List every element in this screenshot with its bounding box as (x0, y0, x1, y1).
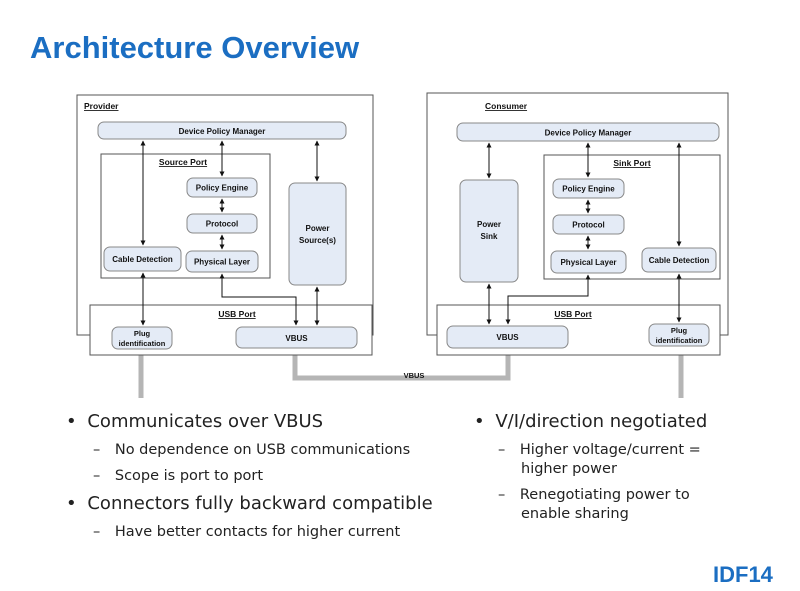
provider-policy-engine (186, 177, 258, 198)
power-source (288, 182, 347, 286)
provider-arrows (140, 140, 320, 326)
cable-lines (138, 348, 684, 398)
provider-protocol (186, 213, 258, 234)
bullet-text: V/I/direction negotiated (495, 411, 708, 432)
consumer-label: Consumer (485, 101, 528, 111)
architecture-diagram: Provider Device Policy Manager Source Po… (76, 92, 729, 398)
sink-port-label: Sink Port (613, 158, 650, 168)
consumer-usb-port-label: USB Port (554, 309, 591, 319)
sub-bullet-text: higher power (521, 461, 617, 477)
provider-vbus-label: VBUS (285, 334, 308, 343)
sub-bullet-item: – Scope is port to port (93, 468, 263, 484)
consumer-dpm (456, 122, 720, 142)
consumer-physical-layer-label: Physical Layer (560, 258, 616, 267)
provider-dpm-label: Device Policy Manager (179, 127, 266, 136)
consumer-policy-engine (552, 178, 625, 199)
vbus-cable (292, 348, 511, 381)
provider-protocol-label: Protocol (206, 220, 238, 229)
bullet-text: Connectors fully backward compatible (87, 493, 433, 514)
bullet-item: • Connectors fully backward compatible (66, 493, 433, 514)
power-source-label-1: Power (305, 224, 329, 233)
sub-bullet-text: No dependence on USB communications (114, 442, 411, 458)
consumer-policy-engine-label: Policy Engine (562, 185, 615, 194)
bullet-text: Communicates over VBUS (87, 411, 324, 432)
sub-bullet-item: – Higher voltage/current = (498, 442, 701, 458)
consumer-block: Consumer Device Policy Manager Sink Port… (426, 92, 729, 356)
dash-glyph: – (93, 524, 101, 540)
dash-glyph: – (93, 442, 101, 458)
sub-bullet-text: Scope is port to port (114, 468, 264, 484)
consumer-arrows (486, 142, 682, 325)
bullet-glyph: • (66, 493, 77, 514)
dash-glyph: – (498, 487, 506, 503)
consumer-cable-detection (641, 247, 717, 273)
provider-physical-layer (185, 250, 259, 273)
sub-bullet-item: – Have better contacts for higher curren… (93, 524, 400, 540)
sub-bullet-item: – No dependence on USB communications (93, 442, 410, 458)
power-sink-label-2: Sink (481, 232, 498, 241)
provider-physical-layer-label: Physical Layer (194, 258, 250, 267)
consumer-physical-layer (550, 250, 627, 274)
provider-plug-id-label-2: identification (119, 339, 166, 348)
provider-block: Provider Device Policy Manager Source Po… (76, 94, 374, 356)
provider-dpm (97, 121, 347, 140)
page-title: Architecture Overview (30, 30, 360, 65)
source-port-label: Source Port (159, 157, 207, 167)
dash-glyph: – (93, 468, 101, 484)
sub-bullet-text: enable sharing (521, 506, 629, 522)
provider-plug-id-label-1: Plug (134, 329, 151, 338)
sub-bullet-text: Have better contacts for higher current (114, 524, 401, 540)
provider-cable-detection (103, 246, 182, 272)
consumer-cable-detection-label: Cable Detection (649, 256, 710, 265)
consumer-vbus-label: VBUS (496, 333, 519, 342)
sub-bullet-text: Renegotiating power to (519, 487, 690, 503)
consumer-plug-id-label-2: identification (656, 336, 703, 345)
power-sink (459, 179, 519, 283)
power-sink-label-1: Power (477, 220, 501, 229)
provider-policy-engine-label: Policy Engine (196, 184, 249, 193)
provider-label: Provider (84, 101, 119, 111)
provider-plug-identification (111, 326, 173, 350)
consumer-dpm-label: Device Policy Manager (545, 129, 632, 138)
provider-cable-detection-label: Cable Detection (112, 255, 173, 264)
bullet-item: • V/I/direction negotiated (474, 411, 707, 432)
sub-bullet-continuation: higher power (521, 461, 617, 477)
consumer-protocol (552, 214, 625, 235)
idf14-logo: IDF14 (713, 562, 773, 587)
vbus-link-label: VBUS (404, 371, 425, 380)
bullet-glyph: • (66, 411, 77, 432)
consumer-protocol-label: Protocol (572, 221, 604, 230)
provider-vbus (235, 326, 358, 349)
bullet-item: • Communicates over VBUS (66, 411, 323, 432)
consumer-plug-identification (648, 323, 710, 347)
sub-bullet-item: – Renegotiating power to (498, 487, 690, 503)
power-source-label-2: Source(s) (299, 236, 336, 245)
sub-bullet-text: Higher voltage/current = (519, 442, 701, 458)
dash-glyph: – (498, 442, 506, 458)
bullet-glyph: • (474, 411, 485, 432)
consumer-vbus (446, 325, 569, 349)
provider-usb-port-label: USB Port (218, 309, 255, 319)
sub-bullet-continuation: enable sharing (521, 506, 629, 522)
consumer-plug-id-label-1: Plug (671, 326, 688, 335)
